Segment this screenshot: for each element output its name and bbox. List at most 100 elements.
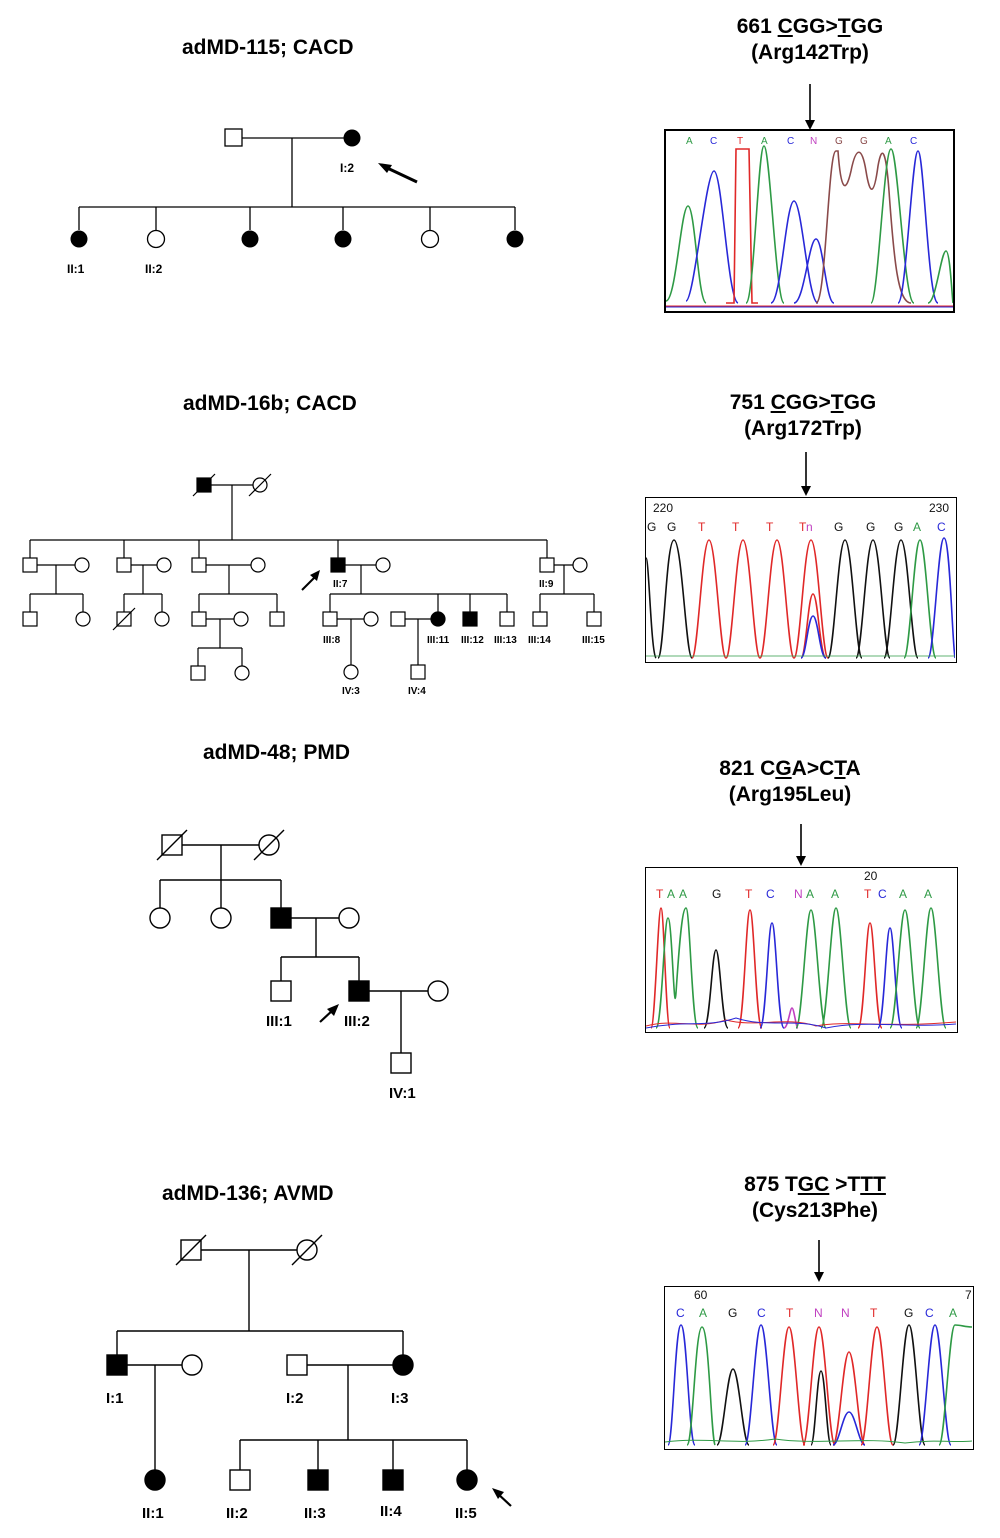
female-affected: [506, 230, 524, 248]
svg-text:G: G: [712, 887, 721, 901]
svg-text:n: n: [806, 520, 813, 534]
base-C: C: [910, 136, 917, 147]
svg-text:A: A: [949, 1306, 957, 1320]
svg-text:60: 60: [694, 1288, 708, 1302]
svg-text:III:1: III:1: [266, 1013, 292, 1030]
svg-text:A: A: [899, 887, 907, 901]
family-4-chromatogram: 60 7 C A G C T N N T G C A: [664, 1286, 974, 1450]
family-1-chromatogram: A C T A C N G G A C: [664, 129, 955, 313]
svg-text:II:3: II:3: [304, 1505, 326, 1522]
svg-text:C: C: [925, 1306, 934, 1320]
svg-text:220: 220: [653, 501, 673, 515]
family-4-mutation-arrow: [814, 1240, 824, 1282]
female-affected: [241, 230, 259, 248]
label-I-2: I:2: [340, 161, 354, 175]
svg-text:II:4: II:4: [380, 1503, 402, 1520]
svg-text:A: A: [924, 887, 932, 901]
female-affected: [70, 230, 88, 248]
svg-text:G: G: [834, 520, 843, 534]
svg-text:A: A: [699, 1306, 707, 1320]
male-affected: [106, 1354, 128, 1376]
svg-text:20: 20: [864, 869, 878, 883]
proband-arrow: [301, 575, 317, 591]
svg-text:N: N: [841, 1306, 850, 1320]
female-unaffected: [146, 229, 166, 249]
female-unaffected: [420, 229, 440, 249]
male-affected-proband: [348, 980, 370, 1002]
svg-text:C: C: [676, 1306, 685, 1320]
svg-text:T: T: [732, 520, 740, 534]
svg-text:I:3: I:3: [391, 1390, 409, 1407]
family-3-title: adMD-48; PMD: [203, 741, 351, 764]
svg-text:230: 230: [929, 501, 949, 515]
female-affected-proband: [456, 1469, 478, 1491]
svg-text:A: A: [806, 887, 814, 901]
svg-text:A: A: [679, 887, 687, 901]
family-4-title: adMD-136; AVMD: [162, 1182, 334, 1205]
female-affected-proband: [343, 129, 361, 147]
male-affected: [307, 1469, 329, 1491]
base-N: N: [810, 136, 817, 147]
family-2-mutation-arrow: [801, 452, 811, 496]
svg-text:IV:4: IV:4: [408, 686, 426, 697]
svg-text:G: G: [667, 520, 676, 534]
svg-text:III:8: III:8: [323, 635, 341, 646]
svg-text:III:13: III:13: [494, 635, 517, 646]
svg-text:T: T: [864, 887, 872, 901]
svg-text:N: N: [814, 1306, 823, 1320]
base-G: G: [860, 136, 868, 147]
svg-text:C: C: [937, 520, 946, 534]
family-3-pedigree: III:1 III:2 IV:1: [149, 829, 449, 1102]
family-4-mutation: 875 TGC >TTT (Cys213Phe): [744, 1173, 886, 1222]
label-II-1: II:1: [67, 262, 85, 276]
svg-text:II:2: II:2: [226, 1505, 248, 1522]
family-4-pedigree: I:1 I:2 I:3 II:1 II:2 II:3 II:4 II:5: [106, 1234, 512, 1522]
svg-text:A: A: [913, 520, 921, 534]
family-1-mutation: 661 CGG>TGG (Arg142Trp): [736, 15, 884, 64]
svg-text:I:2: I:2: [286, 1390, 304, 1407]
family-1-mutation-arrow: [805, 84, 815, 130]
svg-text:G: G: [647, 520, 656, 534]
svg-text:C: C: [878, 887, 887, 901]
family-3-mutation: 821 CGA>CTA (Arg195Leu): [719, 757, 861, 806]
base-C: C: [710, 136, 717, 147]
male-unaffected: [224, 128, 243, 147]
family-2-chromatogram: 220 230 G G T T T T n G G G A C: [645, 497, 957, 663]
base-A: A: [885, 136, 892, 147]
svg-text:I:1: I:1: [106, 1390, 124, 1407]
female-affected: [334, 230, 352, 248]
svg-text:II:9: II:9: [539, 579, 554, 590]
male-affected: [382, 1469, 404, 1491]
female-affected: [144, 1469, 166, 1491]
svg-text:A: A: [831, 887, 839, 901]
base-A: A: [761, 136, 768, 147]
svg-text:II:5: II:5: [455, 1505, 477, 1522]
svg-text:G: G: [894, 520, 903, 534]
svg-text:IV:1: IV:1: [389, 1085, 416, 1102]
family-3-mutation-arrow: [796, 824, 806, 866]
svg-text:T: T: [745, 887, 753, 901]
svg-text:C: C: [757, 1306, 766, 1320]
svg-text:III:15: III:15: [582, 635, 605, 646]
svg-text:T: T: [799, 520, 807, 534]
svg-text:IV:3: IV:3: [342, 686, 360, 697]
family-2-mutation: 751 CGG>TGG (Arg172Trp): [729, 391, 877, 440]
svg-text:T: T: [766, 520, 774, 534]
base-A: A: [686, 136, 693, 147]
base-C: C: [787, 136, 794, 147]
svg-text:T: T: [656, 887, 664, 901]
svg-text:A: A: [667, 887, 675, 901]
male-affected-proband: [330, 557, 346, 573]
svg-text:III:12: III:12: [461, 635, 484, 646]
family-2-pedigree: II:7 II:9 III:8 III:11 III:12 III:13 III…: [22, 473, 605, 697]
female-affected: [392, 1354, 414, 1376]
male-affected: [270, 907, 292, 929]
svg-text:II:7: II:7: [333, 579, 348, 590]
family-2-title: adMD-16b; CACD: [183, 392, 357, 415]
family-1-pedigree: I:2 II:1 II:2: [67, 128, 524, 276]
svg-text:T: T: [698, 520, 706, 534]
svg-text:II:1: II:1: [142, 1505, 164, 1522]
label-II-2: II:2: [145, 262, 163, 276]
base-T: T: [737, 136, 743, 147]
svg-text:III:14: III:14: [528, 635, 551, 646]
